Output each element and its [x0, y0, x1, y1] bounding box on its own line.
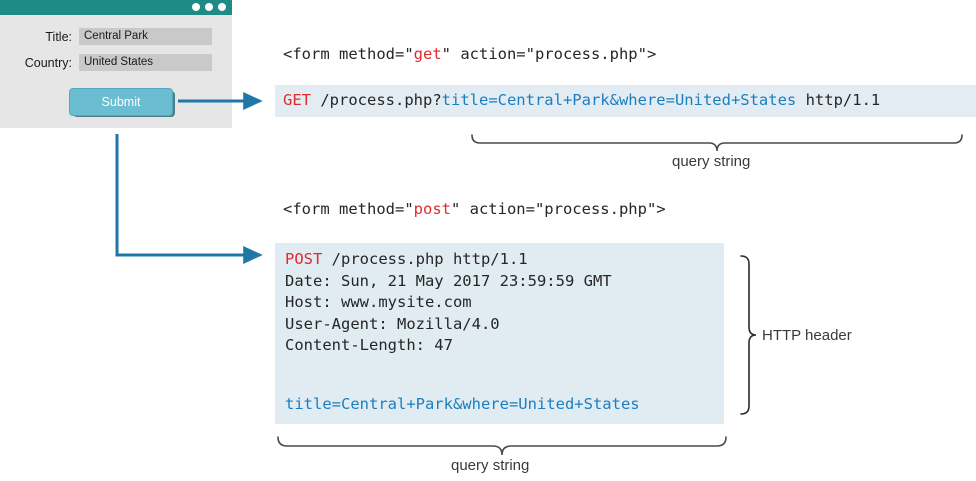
- get-request-method: GET: [283, 91, 311, 109]
- post-request-body: title=Central+Park&where=United+States: [285, 395, 640, 413]
- submit-button[interactable]: Submit: [69, 88, 173, 116]
- window-dot-1-icon[interactable]: [192, 3, 200, 11]
- post-form-tag-after: " action="process.php">: [450, 200, 666, 218]
- arrow-submit-to-post: [115, 134, 263, 264]
- post-header-date: Date: Sun, 21 May 2017 23:59:59 GMT: [285, 271, 612, 290]
- brace-http-header: [740, 255, 757, 415]
- field-row-title: Title:: [0, 28, 214, 45]
- annotation-http-header: HTTP header: [762, 327, 852, 344]
- browser-form-window: Title: Country: Submit: [0, 0, 232, 128]
- title-field-label: Title:: [45, 29, 72, 44]
- window-dot-2-icon[interactable]: [205, 3, 213, 11]
- field-row-country: Country:: [0, 54, 214, 71]
- post-method-keyword: post: [413, 200, 451, 218]
- post-request-line-rest: /process.php http/1.1: [322, 250, 528, 268]
- get-form-tag-after: " action="process.php">: [441, 45, 657, 63]
- annotation-query-string-post: query string: [451, 457, 530, 474]
- country-field-label: Country:: [24, 55, 72, 70]
- post-header-user-agent: User-Agent: Mozilla/4.0: [285, 314, 500, 333]
- get-query-string: title=Central+Park&where=United+States: [441, 91, 797, 109]
- annotation-query-string-get: query string: [672, 153, 751, 170]
- country-input[interactable]: [79, 54, 212, 71]
- title-input[interactable]: [79, 28, 212, 45]
- get-method-keyword: get: [413, 45, 442, 63]
- brace-query-string-post: [277, 436, 727, 456]
- window-dot-3-icon[interactable]: [218, 3, 226, 11]
- get-form-tag-before: <form method=": [283, 45, 414, 63]
- get-form-tag-line: <form method="get" action="process.php">: [283, 45, 656, 63]
- post-header-host: Host: www.mysite.com: [285, 293, 472, 311]
- post-form-tag-before: <form method=": [283, 200, 414, 218]
- get-request-protocol: http/1.1: [796, 91, 881, 109]
- window-controls: [192, 3, 226, 11]
- post-request-method: POST: [285, 250, 323, 268]
- window-titlebar: [0, 0, 232, 15]
- post-form-tag-line: <form method="post" action="process.php"…: [283, 200, 666, 218]
- post-header-content-length: Content-Length: 47: [285, 336, 453, 354]
- get-request-path: /process.php?: [311, 91, 442, 109]
- get-request-band: GET /process.php?title=Central+Park&wher…: [275, 85, 976, 117]
- get-request-line: GET /process.php?title=Central+Park&wher…: [283, 91, 880, 109]
- brace-query-string-get: [471, 134, 963, 152]
